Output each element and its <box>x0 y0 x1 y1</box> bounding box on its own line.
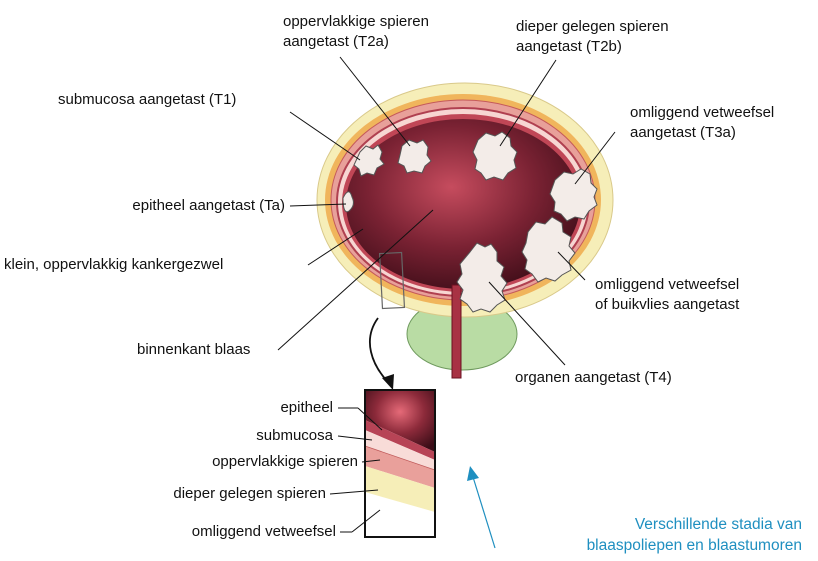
layer-label-fat: omliggend vetweefsel <box>120 522 336 542</box>
label-t1: submucosa aangetast (T1) <box>58 90 236 110</box>
label-t3b-line2: of buikvlies aangetast <box>595 295 739 315</box>
layer-label-submucosa: submucosa <box>210 426 333 446</box>
layer-label-surface-muscle: oppervlakkige spieren <box>130 452 358 472</box>
zoom-arrow <box>370 318 388 382</box>
layer-label-epitheel: epitheel <box>210 398 333 418</box>
figure-caption: Verschillende stadia van blaaspoliepen e… <box>587 514 802 556</box>
caption-arrowhead <box>467 466 479 481</box>
caption-arrow-line <box>473 477 495 548</box>
label-t3b: omliggend vetweefsel of buikvlies aanget… <box>595 275 739 315</box>
label-t3a-line2: aangetast (T3a) <box>630 123 774 143</box>
caption-line2: blaaspoliepen en blaastumoren <box>587 535 802 556</box>
label-t3a-line1: omliggend vetweefsel <box>630 103 774 123</box>
label-t2b-line1: dieper gelegen spieren <box>516 17 669 37</box>
label-small-tumor: klein, oppervlakkig kankergezwel <box>4 255 223 275</box>
label-inside: binnenkant blaas <box>137 340 250 360</box>
label-t2b: dieper gelegen spieren aangetast (T2b) <box>516 17 669 57</box>
layer-label-deep-muscle: dieper gelegen spieren <box>90 484 326 504</box>
label-t3b-line1: omliggend vetweefsel <box>595 275 739 295</box>
wall-detail <box>365 390 435 537</box>
label-ta: epitheel aangetast (Ta) <box>85 196 285 216</box>
label-t2b-line2: aangetast (T2b) <box>516 37 669 57</box>
label-t2a-line2: aangetast (T2a) <box>283 32 429 52</box>
label-t3a: omliggend vetweefsel aangetast (T3a) <box>630 103 774 143</box>
label-t4: organen aangetast (T4) <box>515 368 672 388</box>
caption-line1: Verschillende stadia van <box>587 514 802 535</box>
label-t2a: oppervlakkige spieren aangetast (T2a) <box>283 12 429 52</box>
label-t2a-line1: oppervlakkige spieren <box>283 12 429 32</box>
